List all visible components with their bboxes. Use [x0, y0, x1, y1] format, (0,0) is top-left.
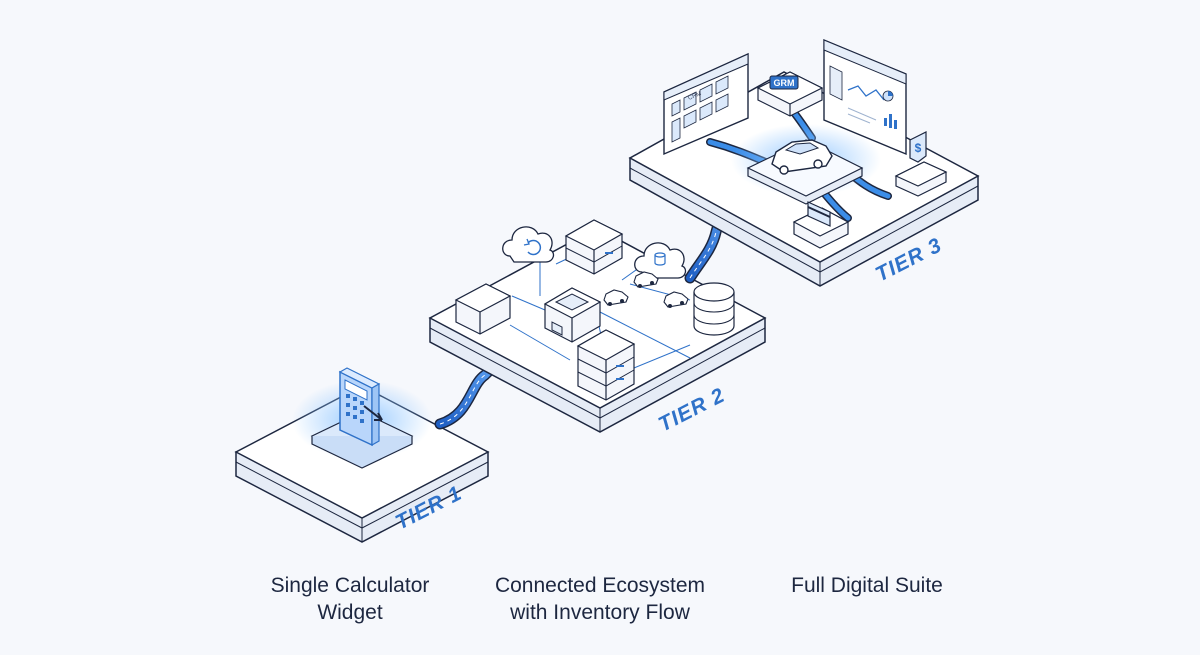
car-icon-small-3 [663, 291, 689, 308]
calculator-icon [292, 367, 432, 469]
server-icon-top [564, 219, 624, 275]
car-icon [771, 139, 833, 175]
warehouse-box [543, 287, 602, 343]
tier-2-caption: Connected Ecosystem with Inventory Flow [470, 572, 730, 626]
tier-3-caption-line-1: Full Digital Suite [791, 574, 943, 597]
car-icon-small-1 [603, 289, 629, 306]
grm-module: GRM [756, 71, 824, 117]
server-stack-icon [576, 329, 636, 401]
car-icon-small-2 [633, 271, 659, 288]
tier-2-box-left [454, 283, 512, 335]
tier-2-caption-line-2: with Inventory Flow [510, 601, 690, 624]
grm-tag: GRM [774, 78, 795, 88]
credit-card-icon [792, 201, 850, 249]
tier-3-caption: Full Digital Suite [737, 572, 997, 599]
dashboard-screen [823, 38, 907, 156]
cloud-sync-icon [502, 226, 555, 263]
tier-1-caption: Single Calculator Widget [220, 572, 480, 626]
tier-1-caption-line-1: Single Calculator [270, 574, 430, 597]
crm-screen-label: CRM [687, 91, 702, 102]
dollar-sign: $ [915, 141, 922, 155]
crm-screen: CRM [663, 52, 749, 156]
database-icon [693, 282, 735, 336]
tier-2-caption-line-1: Connected Ecosystem [494, 574, 706, 597]
tier-1-caption-line-2: Widget [317, 601, 383, 624]
dollar-icon: $ [894, 131, 948, 197]
cloud-icon-right [634, 242, 687, 279]
